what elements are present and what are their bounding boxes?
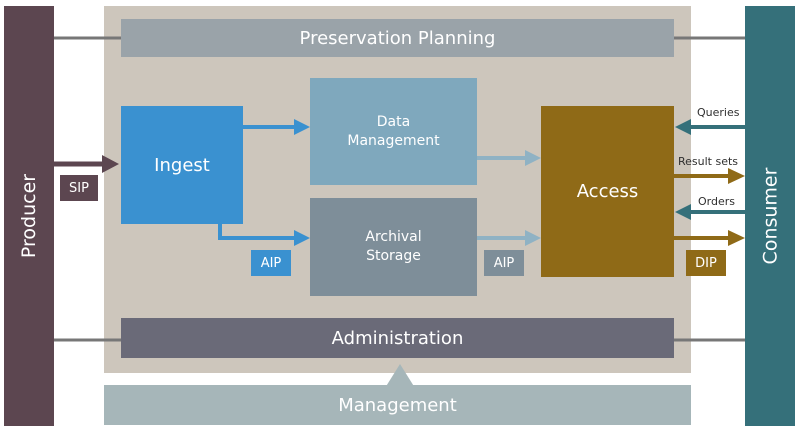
dip-label: DIP <box>695 255 717 271</box>
preservation-planning-label: Preservation Planning <box>299 27 496 49</box>
aip-ingest-label: AIP <box>260 255 282 271</box>
ingest-to-archival-storage-arrow <box>218 224 310 246</box>
ingest-box[interactable]: Ingest <box>121 106 243 224</box>
data-management-to-access-arrow <box>477 150 541 166</box>
queries-arrow <box>675 119 745 135</box>
administration-label: Administration <box>331 327 464 349</box>
management-label: Management <box>338 394 457 416</box>
preservation-planning-bar[interactable]: Preservation Planning <box>121 19 674 57</box>
dip-arrow <box>674 230 745 246</box>
consumer-bar[interactable]: Consumer <box>745 6 795 426</box>
orders-arrow <box>675 204 745 220</box>
result-sets-label: Result sets <box>678 155 739 168</box>
aip-storage-label: AIP <box>493 255 515 271</box>
orders-label: Orders <box>698 195 735 208</box>
administration-bar[interactable]: Administration <box>121 318 674 358</box>
aip-storage-tag: AIP <box>484 250 524 276</box>
data-management-label: Data Management <box>347 113 440 149</box>
management-pointer <box>385 364 415 388</box>
management-bar[interactable]: Management <box>104 385 691 425</box>
ingest-label: Ingest <box>154 154 210 176</box>
result-sets-arrow <box>674 168 745 184</box>
data-management-box[interactable]: Data Management <box>310 78 477 185</box>
producer-bar[interactable]: Producer <box>4 6 54 426</box>
sip-label: SIP <box>69 180 89 196</box>
archival-storage-label: Archival Storage <box>365 229 422 264</box>
sip-tag: SIP <box>60 175 98 201</box>
aip-ingest-tag: AIP <box>251 250 291 276</box>
access-label: Access <box>576 181 639 202</box>
queries-label: Queries <box>697 106 740 119</box>
producer-to-ingest-arrow <box>54 155 119 173</box>
archival-storage-box[interactable]: Archival Storage <box>310 198 477 296</box>
access-box[interactable]: Access <box>541 106 674 277</box>
ingest-to-data-management-arrow <box>243 119 310 135</box>
archival-storage-to-access-arrow <box>477 230 541 246</box>
dip-tag: DIP <box>686 250 726 276</box>
